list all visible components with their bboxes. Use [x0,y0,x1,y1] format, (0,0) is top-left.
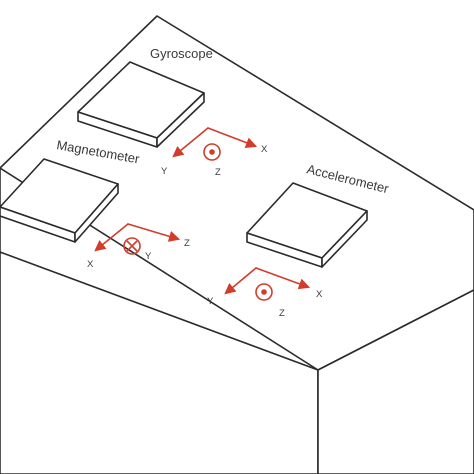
gyroscope-label: Gyroscope [150,46,213,61]
gyroscope-axes: X Y Z [161,127,268,178]
magnetometer-y-axis-cross-icon [123,237,141,255]
gyroscope-y-label: Y [161,166,168,177]
magnetometer-chip [0,158,119,243]
gyroscope-z-axis-dot-icon [203,143,221,161]
accelerometer-z-label: Z [279,308,285,319]
gyroscope-y-axis-arrow [172,127,209,158]
gyroscope-x-label: X [261,144,268,155]
accelerometer-y-axis-arrow [224,267,257,295]
gyroscope-chip [77,61,205,148]
accelerometer-z-axis-dot-icon [255,283,273,301]
magnetometer-z-label: Z [184,238,190,249]
magnetometer-axes: Z X Y [87,223,190,270]
gyroscope-chip-side [156,92,205,148]
accelerometer-chip [246,182,368,268]
board-front-face [0,251,319,474]
magnetometer-z-axis-arrow [127,223,181,242]
accelerometer-x-label: X [316,289,323,300]
magnetometer-y-axis-cross-lines [126,240,138,252]
magnetometer-y-label: Y [145,251,152,262]
accelerometer-axes: X Y Z [207,267,323,319]
accelerometer-x-axis-arrow [255,267,311,290]
gyroscope-x-axis-arrow [207,127,258,149]
accelerometer-y-label: Y [207,296,214,307]
board-side-face [317,289,474,474]
magnetometer-chip-side [74,183,119,243]
accelerometer-chip-side [321,210,368,268]
gyroscope-z-label: Z [215,167,221,178]
gyroscope-z-axis-dot-center [209,149,215,155]
accelerometer-z-axis-dot-center [261,289,267,295]
magnetometer-x-axis-arrow [94,223,129,252]
magnetometer-x-label: X [87,259,94,270]
circuit-board [0,15,474,474]
